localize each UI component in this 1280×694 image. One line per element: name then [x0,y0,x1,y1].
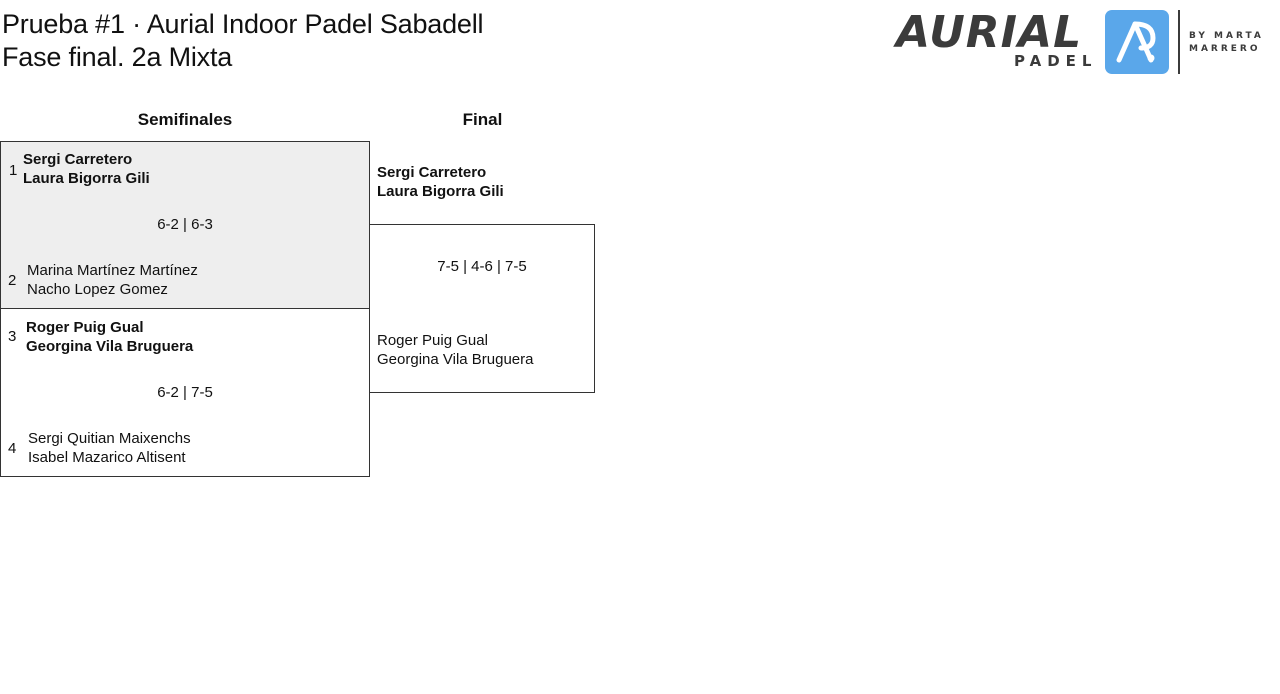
player-name: Nacho Lopez Gomez [27,281,168,298]
logo-badge-icon [1105,10,1169,74]
seed-number: 3 [8,328,17,345]
player-name: Georgina Vila Bruguera [26,338,194,355]
semifinal-match-1: 1 Sergi Carretero Laura Bigorra Gili 6-2… [0,141,370,309]
seed-number: 4 [8,440,17,457]
player-name: Laura Bigorra Gili [23,170,150,187]
logo-wordmark: AURIAL [896,7,1083,58]
logo-separator [1178,10,1180,74]
player-name: Roger Puig Gual [26,319,144,336]
team-loser: Marina Martínez Martínez Nacho Lopez Gom… [27,261,198,299]
logo-byline-2: MARRERO [1189,44,1261,54]
logo-byline: BY MARTA MARRERO [1189,30,1264,56]
round-heading-final: Final [462,110,503,129]
logo-subtitle: PADEL [1014,52,1098,70]
round-heading-semifinals: Semifinales [137,110,233,129]
team-loser: Sergi Quitian Maixenchs Isabel Mazarico … [28,429,191,467]
player-name: Sergi Quitian Maixenchs [28,430,191,447]
player-name: Laura Bigorra Gili [377,183,504,200]
semifinal-match-2: 3 Roger Puig Gual Georgina Vila Bruguera… [0,308,370,477]
player-name: Sergi Carretero [23,151,133,168]
seed-number: 1 [9,162,18,179]
seed-number: 2 [8,272,17,289]
player-name: Roger Puig Gual [377,332,488,349]
team-winner: Roger Puig Gual Georgina Vila Bruguera [26,318,193,356]
final-team-winner: Sergi Carretero Laura Bigorra Gili [377,163,504,201]
page-title: Prueba #1 · Aurial Indoor Padel Sabadell… [2,8,484,74]
aurial-padel-logo: AURIAL PADEL BY MARTA MARRERO [896,7,1272,76]
team-winner: Sergi Carretero Laura Bigorra Gili [23,150,150,188]
match-score: 6-2 | 6-3 [157,216,213,233]
title-line-2: Fase final. 2a Mixta [2,42,233,72]
final-bracket: 7-5 | 4-6 | 7-5 [370,224,595,393]
final-team-runner-up: Roger Puig Gual Georgina Vila Bruguera [377,331,534,369]
player-name: Sergi Carretero [377,164,487,181]
logo-byline-1: BY MARTA [1189,31,1264,41]
player-name: Isabel Mazarico Altisent [28,449,186,466]
player-name: Marina Martínez Martínez [27,262,198,279]
final-score: 7-5 | 4-6 | 7-5 [437,258,527,275]
title-line-1: Prueba #1 · Aurial Indoor Padel Sabadell [2,9,484,39]
match-score: 6-2 | 7-5 [157,384,213,401]
player-name: Georgina Vila Bruguera [377,351,534,368]
